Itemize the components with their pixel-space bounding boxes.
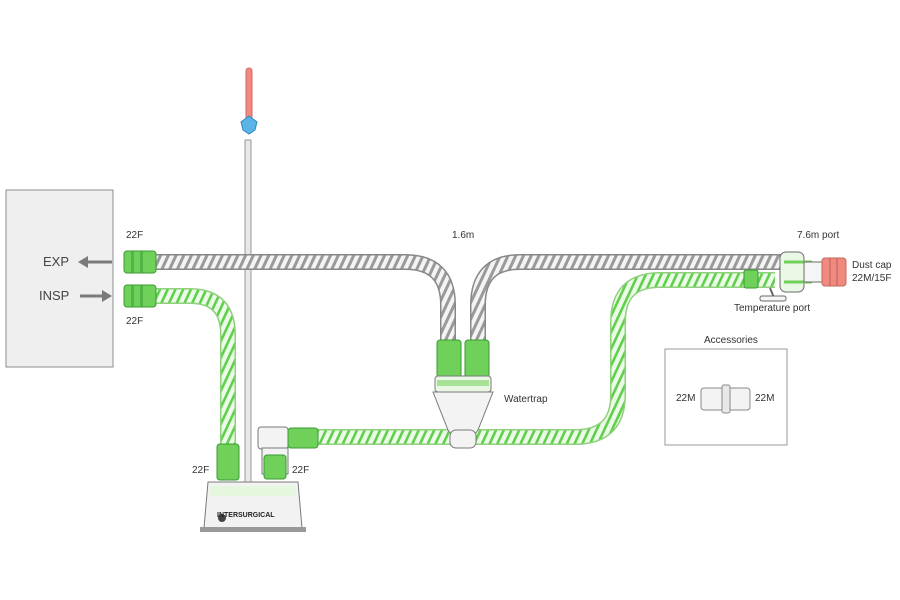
accessories-box [664,348,788,446]
insp-port-size-label: 22F [126,316,144,327]
dust-cap-size-label: 22M/15F [852,273,892,284]
accessories-title: Accessories [704,335,758,346]
insp-label: INSP [39,288,70,303]
insp-arrow-icon [80,290,112,302]
tube-length-label: 1.6m [452,230,475,241]
probe-tip [245,67,253,121]
inspiratory-tube-to-humidifier [155,288,236,448]
probe-pole [244,139,252,531]
probe-connector-icon [240,115,258,135]
patient-y-piece [743,251,825,302]
port-76-label: 7.6m port [797,230,840,241]
watertrap [432,339,494,449]
humidifier-right-port-label: 22F [292,465,310,476]
watertrap-label: Watertrap [504,394,548,405]
dust-cap [821,257,847,287]
accessory-left-size-label: 22M [676,393,696,404]
straight-connector-icon [700,384,751,414]
dust-cap-label: Dust cap [852,260,892,271]
accessory-right-size-label: 22M [755,393,775,404]
exp-port-size-label: 22F [126,230,144,241]
temperature-port-label: Temperature port [734,303,811,314]
humidifier-left-port-label: 22F [192,465,210,476]
ventilator-box [5,189,114,368]
exp-arrow-icon [78,256,112,268]
exp-label: EXP [43,254,70,269]
humidifier-brand-logo: INTERSURGICAL [217,512,275,519]
humidifier [200,426,319,532]
